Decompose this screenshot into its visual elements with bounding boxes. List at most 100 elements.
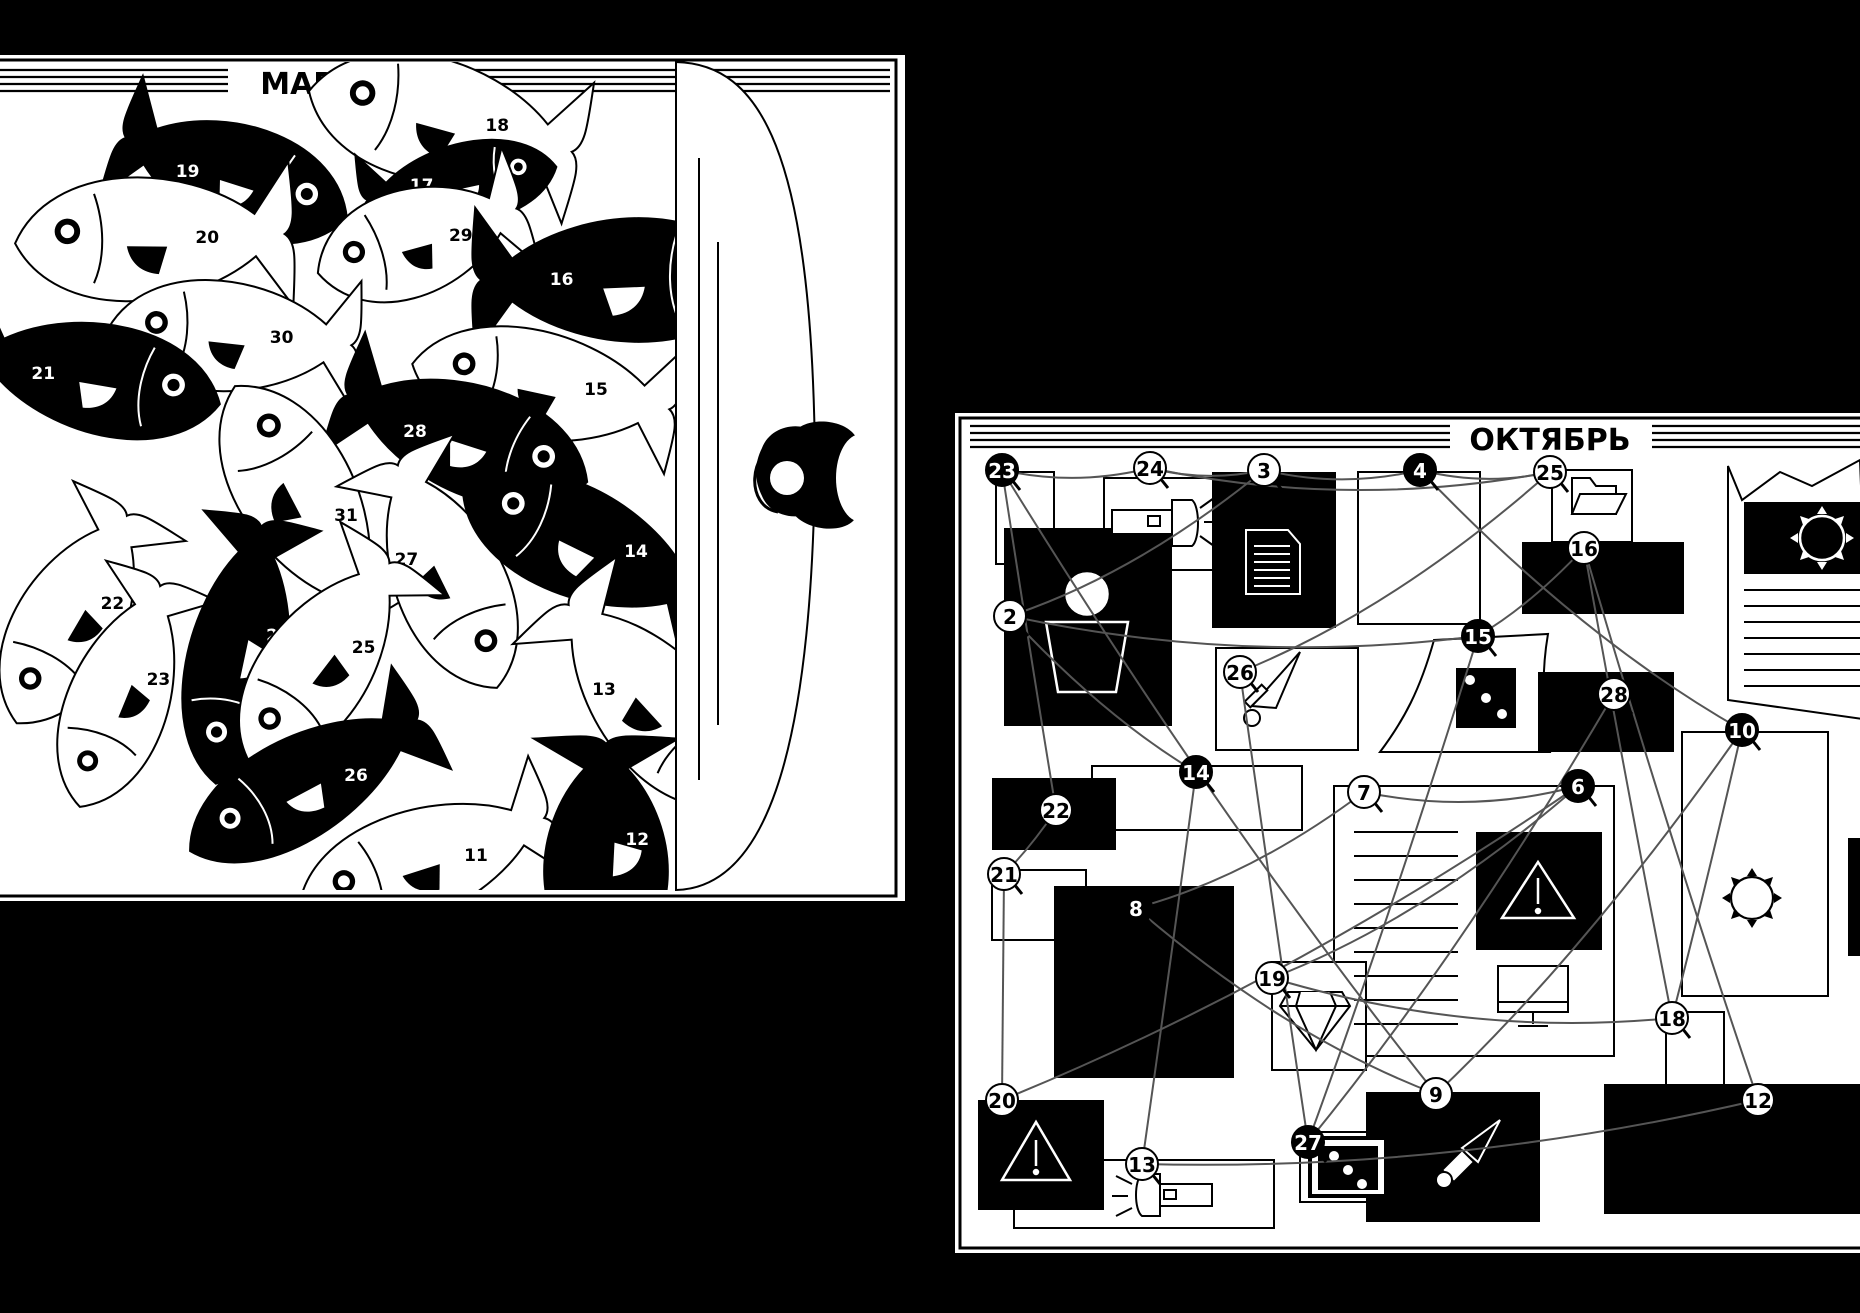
fish-number: 25 bbox=[352, 638, 376, 658]
fish-number: 22 bbox=[101, 594, 125, 614]
fish-number: 15 bbox=[584, 380, 608, 400]
pin-number: 28 bbox=[1600, 683, 1628, 707]
dagger-icon bbox=[1435, 1119, 1501, 1189]
pin-number: 16 bbox=[1570, 537, 1598, 561]
string-line bbox=[1363, 785, 1579, 803]
pin-number: 12 bbox=[1744, 1089, 1772, 1113]
pin-number: 21 bbox=[990, 863, 1018, 887]
fish-number: 11 bbox=[464, 846, 488, 866]
fish-number: 16 bbox=[550, 270, 574, 290]
pin-number: 27 bbox=[1294, 1131, 1322, 1155]
flashlight-icon bbox=[1111, 497, 1220, 547]
string-line bbox=[1001, 785, 1579, 1101]
fish-number: 31 bbox=[334, 506, 358, 526]
map-pin-icon: 24 bbox=[1133, 451, 1170, 489]
can-lid bbox=[675, 60, 817, 892]
string-line bbox=[1141, 1099, 1759, 1166]
fish bbox=[189, 663, 454, 864]
fish-number: 13 bbox=[592, 680, 616, 700]
string-line bbox=[1135, 791, 1365, 909]
fish-number: 21 bbox=[31, 364, 55, 384]
string-line bbox=[1583, 547, 1673, 1019]
map-pin-icon: 23 bbox=[985, 453, 1022, 491]
string-line bbox=[1263, 469, 1421, 481]
map-pin-icon: 15 bbox=[1461, 619, 1498, 657]
pin-number: 6 bbox=[1571, 775, 1585, 799]
map-pin-icon: 20 bbox=[985, 1083, 1022, 1121]
map-pin-icon: 16 bbox=[1567, 531, 1604, 569]
string-line bbox=[1419, 469, 1743, 731]
map-pin-icon: 7 bbox=[1347, 775, 1384, 813]
string-line bbox=[1001, 469, 1437, 1095]
fish-number: 20 bbox=[195, 228, 219, 248]
fish-number: 12 bbox=[625, 830, 649, 850]
map-pin-icon: 14 bbox=[1179, 755, 1216, 793]
map-pin-icon: 6 bbox=[1561, 769, 1598, 807]
map-pin-icon: 28 bbox=[1597, 677, 1634, 715]
string-line bbox=[1001, 467, 1151, 479]
investigation-board: 2324342516215262810147622218191892012271… bbox=[978, 451, 1860, 1229]
string-line bbox=[1009, 469, 1265, 617]
fish bbox=[530, 735, 676, 890]
map-pin-icon: 19 bbox=[1255, 961, 1292, 999]
map-pin-icon: 2 bbox=[993, 599, 1030, 637]
fish bbox=[56, 559, 221, 808]
march-panel: МАРТ 18191720291630211528312714222324251… bbox=[0, 53, 907, 903]
string-line bbox=[1135, 907, 1437, 1095]
fish bbox=[238, 519, 448, 765]
pin-number: 18 bbox=[1658, 1007, 1686, 1031]
fish bbox=[316, 143, 543, 304]
pin-number: 22 bbox=[1042, 799, 1070, 823]
pin-number: 23 bbox=[988, 459, 1016, 483]
map-pin-icon: 21 bbox=[987, 857, 1024, 895]
fish bbox=[13, 158, 296, 309]
pin-number: 10 bbox=[1728, 719, 1756, 743]
fish-number: 23 bbox=[147, 670, 171, 690]
pin-number: 8 bbox=[1129, 897, 1143, 921]
folder-icon bbox=[1570, 477, 1628, 515]
map-pin-icon: 9 bbox=[1419, 1077, 1456, 1115]
string-line bbox=[1001, 873, 1005, 1101]
string-line bbox=[1239, 471, 1551, 673]
fish bbox=[319, 329, 589, 508]
pin-number: 14 bbox=[1182, 761, 1210, 785]
warning-icon bbox=[999, 859, 1577, 1182]
pin-number: 13 bbox=[1128, 1153, 1156, 1177]
fish bbox=[297, 753, 574, 890]
pin-number: 25 bbox=[1536, 461, 1564, 485]
fish bbox=[0, 284, 221, 441]
sun-icon bbox=[1790, 506, 1854, 570]
map-pin-icon: 4 bbox=[1403, 453, 1440, 491]
title-rule-lines bbox=[970, 424, 1860, 449]
dagger-icon bbox=[1243, 651, 1301, 727]
string-line bbox=[1009, 615, 1479, 649]
map-pin-icon: 8 bbox=[1119, 891, 1156, 929]
diamond-icon bbox=[1278, 991, 1352, 1053]
dice-icon bbox=[1329, 675, 1507, 1189]
pin-number: 4 bbox=[1413, 459, 1427, 483]
map-pin-icon: 3 bbox=[1247, 453, 1284, 491]
pin-number: 2 bbox=[1003, 605, 1017, 629]
pin-number: 7 bbox=[1357, 781, 1371, 805]
fish-school: 1819172029163021152831271422232425132611… bbox=[0, 62, 676, 890]
fish-number: 28 bbox=[403, 422, 427, 442]
string-line bbox=[1307, 693, 1615, 1143]
pin-number: 24 bbox=[1136, 457, 1164, 481]
string-line bbox=[1271, 785, 1579, 979]
pin-number: 19 bbox=[1258, 967, 1286, 991]
string-line bbox=[1239, 671, 1309, 1143]
sun-icon bbox=[1722, 868, 1782, 928]
map-pin-icon: 12 bbox=[1741, 1083, 1778, 1121]
string-line bbox=[1435, 729, 1743, 1095]
pin-number: 3 bbox=[1257, 459, 1271, 483]
fish-number: 19 bbox=[176, 162, 200, 182]
fish bbox=[461, 470, 676, 662]
string-line bbox=[1141, 771, 1197, 1165]
fish-number: 18 bbox=[485, 116, 509, 136]
map-pin-icon: 25 bbox=[1533, 455, 1570, 493]
fish-number: 29 bbox=[449, 226, 473, 246]
map-pin-icon: 27 bbox=[1291, 1125, 1328, 1163]
string-line bbox=[1307, 635, 1479, 1143]
